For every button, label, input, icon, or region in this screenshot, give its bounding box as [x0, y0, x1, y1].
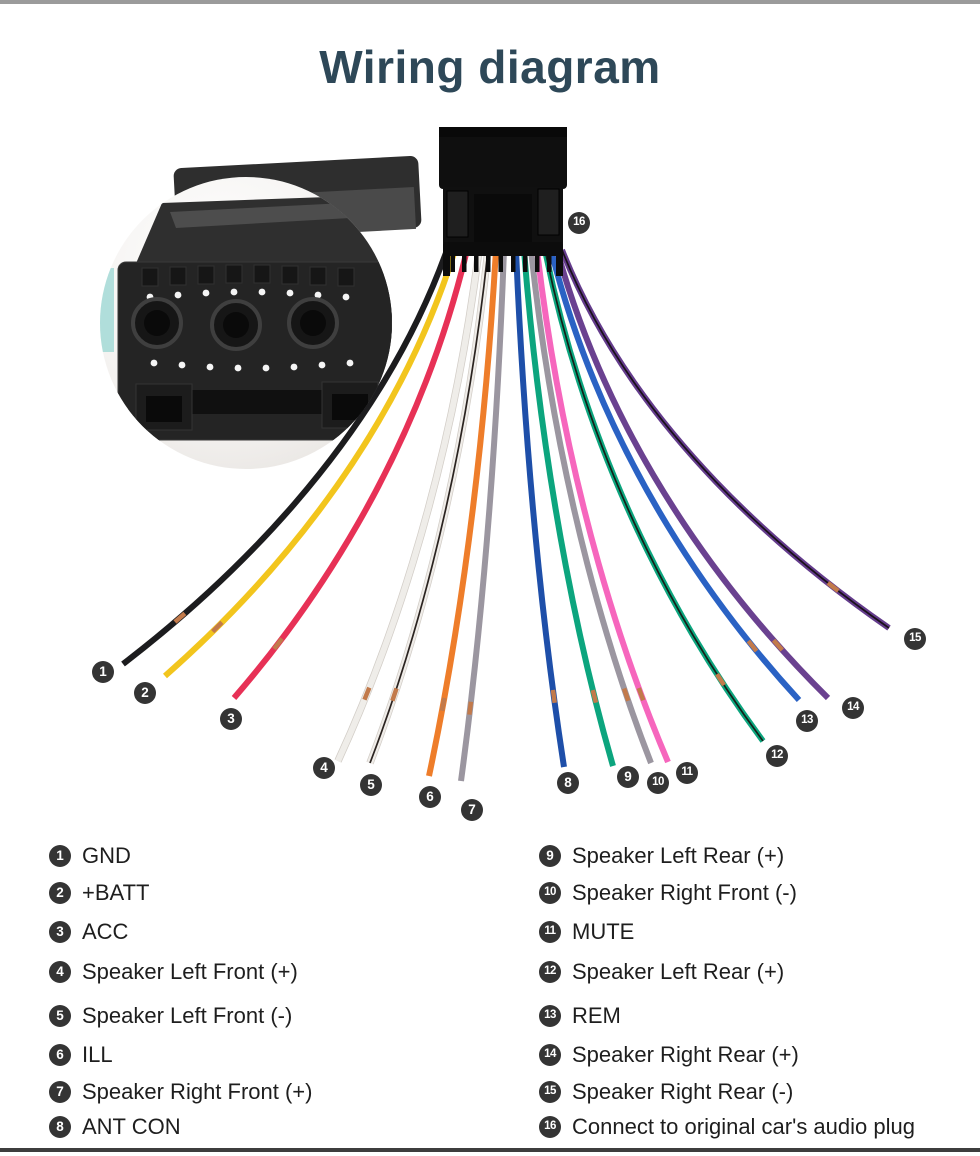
legend-item-2: 2 +BATT: [49, 881, 149, 905]
legend-item-7: 7 Speaker Right Front (+): [49, 1080, 312, 1104]
legend-label-2: +BATT: [82, 880, 150, 905]
legend-badge-5: 5: [49, 1005, 71, 1027]
wire-8: [513, 249, 567, 768]
wire-15: [559, 248, 891, 631]
wire-11: [534, 249, 671, 764]
legend-item-11: 11 MUTE: [539, 920, 634, 944]
bottom-divider: [0, 1148, 980, 1152]
legend-badge-7: 7: [49, 1081, 71, 1103]
wire-badge-12: 12: [766, 745, 788, 767]
legend-badge-3: 3: [49, 921, 71, 943]
wire-badge-4: 4: [313, 757, 335, 779]
legend-label-3: ACC: [82, 919, 129, 944]
legend-badge-13: 13: [539, 1005, 561, 1027]
legend-item-6: 6 ILL: [49, 1043, 113, 1067]
legend-label-1: GND: [82, 843, 131, 868]
inset-top-teeth: [141, 264, 355, 287]
legend-item-4: 4 Speaker Left Front (+): [49, 960, 298, 984]
legend-item-5: 5 Speaker Left Front (-): [49, 1004, 292, 1028]
legend-label-15: Speaker Right Rear (-): [572, 1079, 794, 1104]
wire-badge-9: 9: [617, 766, 639, 788]
wire-badge-13: 13: [796, 710, 818, 732]
legend-badge-8: 8: [49, 1116, 71, 1138]
wire-badge-10: 10: [647, 772, 669, 794]
inset-pins-row1: [146, 288, 350, 301]
legend-badge-11: 11: [539, 921, 561, 943]
legend-badge-9: 9: [539, 845, 561, 867]
legend-item-3: 3 ACC: [49, 920, 128, 944]
wire-12-stripe: [544, 249, 764, 742]
legend-label-9: Speaker Left Rear (+): [572, 843, 785, 868]
page-title: Wiring diagram: [319, 41, 661, 93]
legend-label-5: Speaker Left Front (-): [82, 1003, 293, 1028]
legend-label-6: ILL: [82, 1042, 113, 1067]
wire-badge-6: 6: [419, 786, 441, 808]
wire-4: [335, 249, 482, 763]
legend-badge-15: 15: [539, 1081, 561, 1103]
wire-badge-7: 7: [461, 799, 483, 821]
wire-7: [458, 249, 507, 782]
wire-15-stripe: [561, 249, 890, 629]
wire-badge-5: 5: [360, 774, 382, 796]
wire-2: [163, 249, 458, 679]
legend-label-8: ANT CON: [82, 1114, 181, 1139]
legend-badge-14: 14: [539, 1044, 561, 1066]
wire-13-stripped-copper: [548, 249, 801, 702]
wire-5-stripe: [369, 249, 489, 764]
wire-badge-2: 2: [134, 682, 156, 704]
wire-14: [554, 249, 831, 701]
wire-13: [548, 249, 802, 703]
legend-badge-16: 16: [539, 1116, 561, 1138]
legend-item-10: 10 Speaker Right Front (-): [539, 881, 797, 905]
wire-9: [521, 249, 616, 767]
legend-badge-2: 2: [49, 882, 71, 904]
legend-label-16: Connect to original car's audio plug: [572, 1114, 915, 1139]
legend-label-7: Speaker Right Front (+): [82, 1079, 313, 1104]
legend-badge-6: 6: [49, 1044, 71, 1066]
legend-badge-4: 4: [49, 961, 71, 983]
inset-large-sockets: [131, 297, 339, 351]
legend-item-16: 16 Connect to original car's audio plug: [539, 1115, 915, 1139]
connector-face-inset: [100, 177, 392, 469]
legend-badge-1: 1: [49, 845, 71, 867]
legend-item-1: 1 GND: [49, 844, 131, 868]
legend-label-10: Speaker Right Front (-): [572, 880, 797, 905]
wire-15-stripped-copper: [559, 249, 891, 630]
inset-edge-artifact: [100, 268, 114, 352]
legend-label-11: MUTE: [572, 919, 635, 944]
legend-label-12: Speaker Left Rear (+): [572, 959, 785, 984]
wire-harness: [121, 248, 891, 782]
wire-badge-15: 15: [904, 628, 926, 650]
legend-item-14: 14 Speaker Right Rear (+): [539, 1043, 799, 1067]
legend-item-13: 13 REM: [539, 1004, 621, 1028]
wire-badge-11: 11: [676, 762, 698, 784]
top-divider: [0, 0, 980, 4]
wire-3: [231, 249, 470, 700]
wire-10: [528, 249, 654, 765]
wire-badge-14: 14: [842, 697, 864, 719]
connector-badge-16: 16: [568, 212, 590, 234]
wire-badge-3: 3: [220, 708, 242, 730]
wire-entry-ribs: [443, 244, 563, 276]
legend-badge-12: 12: [539, 961, 561, 983]
legend-item-15: 15 Speaker Right Rear (-): [539, 1080, 793, 1104]
wire-badge-1: 1: [92, 661, 114, 683]
legend-item-8: 8 ANT CON: [49, 1115, 181, 1139]
wire-1: [121, 248, 450, 667]
wire-badge-8: 8: [557, 772, 579, 794]
wire-6-stripped-copper: [426, 249, 499, 777]
legend-item-9: 9 Speaker Left Rear (+): [539, 844, 784, 868]
legend-item-12: 12 Speaker Left Rear (+): [539, 960, 784, 984]
legend-label-4: Speaker Left Front (+): [82, 959, 298, 984]
legend-label-14: Speaker Right Rear (+): [572, 1042, 799, 1067]
wire-6: [426, 249, 499, 777]
inset-pins-row2: [150, 359, 354, 372]
legend-label-13: REM: [572, 1003, 621, 1028]
legend-badge-10: 10: [539, 882, 561, 904]
iso-connector-16: [439, 127, 567, 276]
